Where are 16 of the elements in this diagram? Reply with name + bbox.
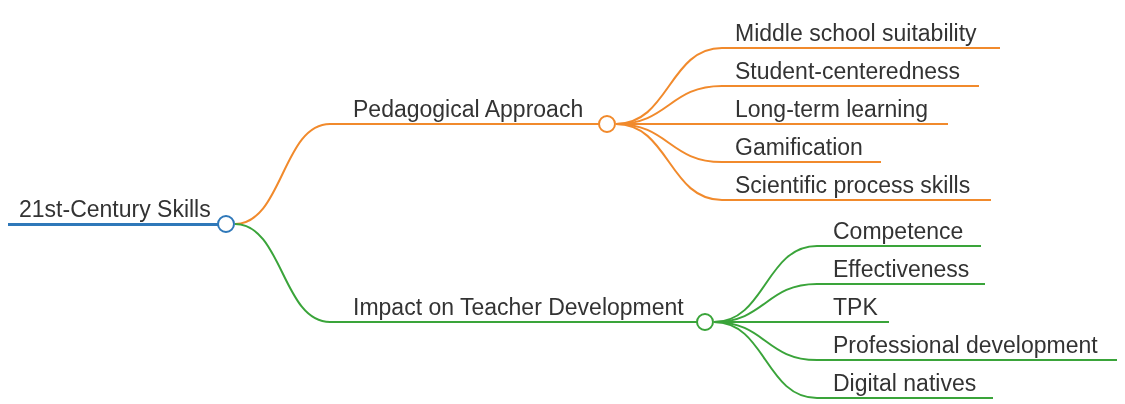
topic-text: Gamification <box>735 134 864 160</box>
topic-text: Impact on Teacher Development <box>353 294 685 320</box>
branch-connector <box>713 321 818 399</box>
topic-text: Professional development <box>833 332 1099 358</box>
topic-text: Long-term learning <box>735 96 930 122</box>
branch-connector <box>234 223 331 323</box>
topic-text: Scientific process skills <box>735 172 972 198</box>
topic-text: Effectiveness <box>833 256 971 282</box>
topic-text: Student-centeredness <box>735 58 962 84</box>
topic-text: Competence <box>833 218 965 244</box>
topic-text: Digital natives <box>833 370 978 396</box>
topic-text: Pedagogical Approach <box>353 96 585 122</box>
topic-text: 21st-Century Skills <box>19 196 212 222</box>
topic-text: Middle school suitability <box>735 20 978 46</box>
branch-connector <box>615 123 723 201</box>
topic-text: TPK <box>833 294 879 320</box>
